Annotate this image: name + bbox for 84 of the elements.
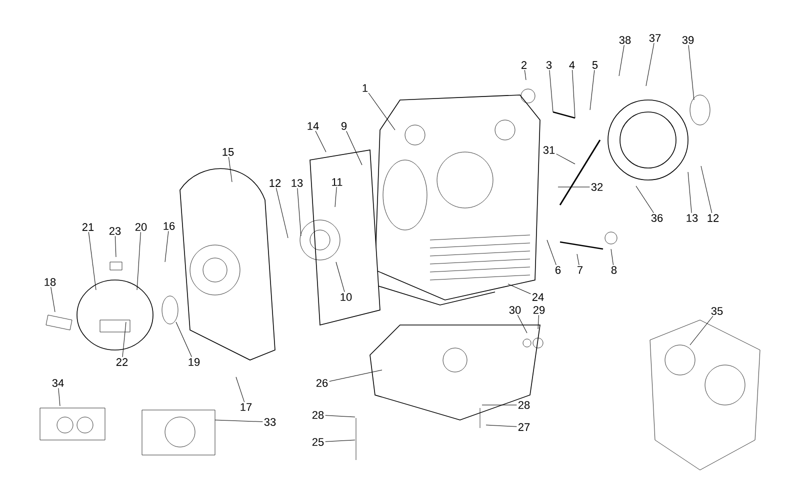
leader-line (549, 70, 554, 112)
callout-number: 5 (592, 61, 598, 69)
leader-line (164, 230, 169, 262)
leader-line (114, 236, 116, 258)
callout-number: 18 (44, 278, 56, 286)
callout-number: 28 (312, 411, 324, 419)
leader-line (610, 248, 614, 266)
callout-number: 39 (682, 36, 694, 44)
callout-number: 3 (546, 61, 552, 69)
leader-line (508, 284, 531, 294)
callout-number: 8 (611, 266, 617, 274)
leader-line (336, 262, 345, 292)
leader-line (315, 130, 326, 152)
leader-line (558, 186, 590, 188)
leader-line (524, 70, 526, 80)
callout-number: 22 (116, 358, 128, 366)
leader-line (556, 154, 576, 164)
callout-number: 28 (518, 401, 530, 409)
leader-line (122, 322, 126, 358)
leader-line (517, 314, 528, 334)
leader-line (700, 166, 712, 214)
callout-number: 6 (556, 266, 561, 274)
leader-line (646, 42, 654, 86)
callout-number: 31 (543, 146, 555, 154)
leader-line (276, 188, 288, 238)
leader-line (325, 440, 356, 442)
leader-line (236, 376, 245, 402)
leader-line (176, 322, 192, 358)
callout-number: 7 (578, 266, 583, 274)
leader-line (690, 316, 714, 346)
leader-line (538, 314, 539, 330)
callout-number: 25 (312, 438, 324, 446)
callout-number: 12 (270, 179, 281, 187)
callout-number: 20 (135, 223, 147, 231)
leader-line (576, 254, 580, 266)
callout-number: 38 (619, 36, 631, 44)
callout-number: 13 (292, 179, 303, 187)
leader-line (486, 424, 517, 427)
callout-number: 11 (332, 178, 342, 186)
leader-line (214, 420, 263, 422)
callout-number: 16 (164, 222, 175, 230)
leader-line (297, 188, 302, 236)
callout-number: 19 (188, 358, 200, 366)
callout-number: 10 (340, 293, 352, 301)
leader-line (346, 130, 362, 166)
leader-line (636, 186, 654, 214)
callout-number: 35 (711, 307, 723, 315)
callout-number: 33 (264, 418, 276, 426)
callout-number: 14 (308, 122, 319, 130)
callout-number: 4 (569, 61, 575, 69)
leader-line (136, 232, 141, 290)
leader-line (329, 370, 382, 382)
leader-line (688, 172, 692, 214)
leader-line (688, 44, 694, 100)
leader-line (50, 286, 56, 312)
callout-number: 15 (222, 148, 234, 156)
leader-line (228, 156, 232, 182)
leader-line (325, 415, 356, 418)
leader-line (88, 232, 96, 290)
leader-line (546, 240, 556, 266)
leader-line (482, 404, 517, 406)
leader-line (590, 70, 595, 110)
callout-number: 37 (649, 34, 661, 42)
callout-number: 34 (52, 379, 64, 387)
leader-line (618, 44, 624, 76)
callout-number: 2 (522, 61, 527, 69)
callout-number: 1 (362, 84, 368, 92)
leader-line (334, 186, 337, 208)
callout-number: 27 (518, 423, 530, 431)
leader-line (572, 70, 576, 118)
leader-line (58, 388, 60, 406)
callout-number: 12 (708, 214, 719, 222)
callout-number: 24 (532, 293, 544, 301)
callout-number: 32 (591, 183, 603, 191)
callout-number: 26 (316, 379, 328, 387)
callout-number: 17 (240, 403, 252, 411)
callout-number: 23 (109, 227, 121, 235)
callout-number: 29 (533, 306, 545, 314)
callout-number: 21 (82, 223, 94, 231)
callout-number: 36 (651, 214, 663, 222)
callout-number: 9 (341, 122, 347, 130)
callout-number: 13 (686, 214, 698, 222)
callout-number: 30 (509, 306, 521, 314)
leader-line (368, 92, 396, 130)
